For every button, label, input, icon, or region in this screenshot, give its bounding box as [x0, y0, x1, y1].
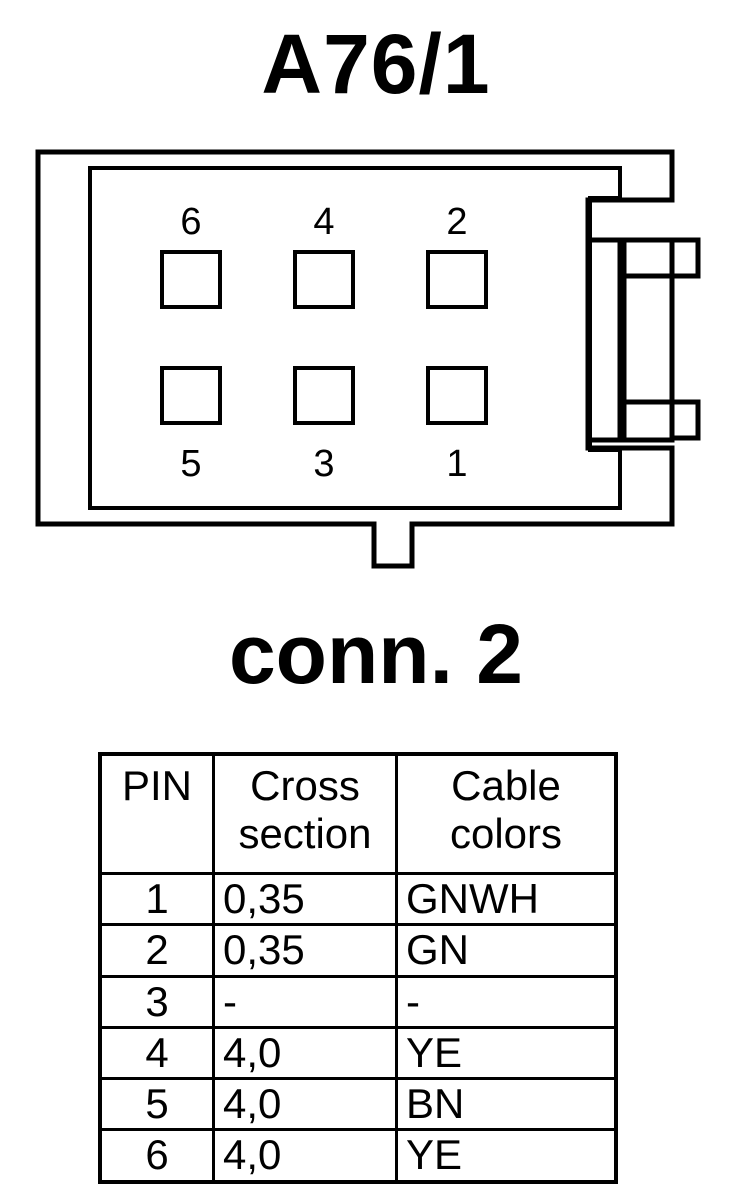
- latch-frame: [617, 237, 675, 443]
- connector-housing-outline: [35, 149, 675, 569]
- cell-pin: 5: [98, 1077, 215, 1132]
- latch-tab-top: [669, 237, 701, 279]
- cell-cross-section: 4,0: [212, 1128, 398, 1184]
- pin-socket-2: [426, 250, 488, 309]
- cell-pin: 1: [98, 871, 215, 927]
- cell-cross-section: -: [212, 974, 398, 1029]
- cell-cable-color: GNWH: [395, 871, 618, 927]
- cell-cross-section: 0,35: [212, 871, 398, 927]
- pin-label-1: 1: [446, 443, 467, 485]
- cell-cable-color: YE: [395, 1025, 618, 1081]
- latch-tab-bottom: [669, 399, 701, 441]
- table-row: 3 - -: [98, 974, 618, 1029]
- connector-number-title: conn. 2: [228, 607, 524, 701]
- pin-label-5: 5: [180, 443, 201, 485]
- pin-socket-3: [293, 366, 355, 425]
- table-row: 1 0,35 GNWH: [98, 871, 618, 927]
- pin-label-3: 3: [313, 443, 334, 485]
- table-row: 2 0,35 GN: [98, 923, 618, 978]
- cell-pin: 4: [98, 1025, 215, 1081]
- table-row: 5 4,0 BN: [98, 1077, 618, 1132]
- pin-socket-5: [160, 366, 222, 425]
- cell-cross-section: 4,0: [212, 1025, 398, 1081]
- connector-diagram: 6 4 2 5 3 1: [35, 149, 701, 569]
- cell-cable-color: -: [395, 974, 618, 1029]
- connector-title: A76/1: [261, 17, 491, 111]
- pin-socket-4: [293, 250, 355, 309]
- pin-socket-6: [160, 250, 222, 309]
- pin-socket-1: [426, 366, 488, 425]
- pin-label-6: 6: [180, 201, 201, 243]
- table-row: 4 4,0 YE: [98, 1025, 618, 1081]
- table-row: 6 4,0 YE: [98, 1128, 618, 1184]
- header-pin: PIN: [98, 752, 215, 875]
- connector-inner-cavity: [88, 166, 622, 510]
- cell-pin: 3: [98, 974, 215, 1029]
- cell-cable-color: BN: [395, 1077, 618, 1132]
- cell-cable-color: GN: [395, 923, 618, 978]
- latch-body: [585, 237, 627, 443]
- cell-pin: 2: [98, 923, 215, 978]
- cell-pin: 6: [98, 1128, 215, 1184]
- cell-cross-section: 0,35: [212, 923, 398, 978]
- cell-cable-color: YE: [395, 1128, 618, 1184]
- pin-label-2: 2: [446, 201, 467, 243]
- cell-cross-section: 4,0: [212, 1077, 398, 1132]
- pin-label-4: 4: [313, 201, 334, 243]
